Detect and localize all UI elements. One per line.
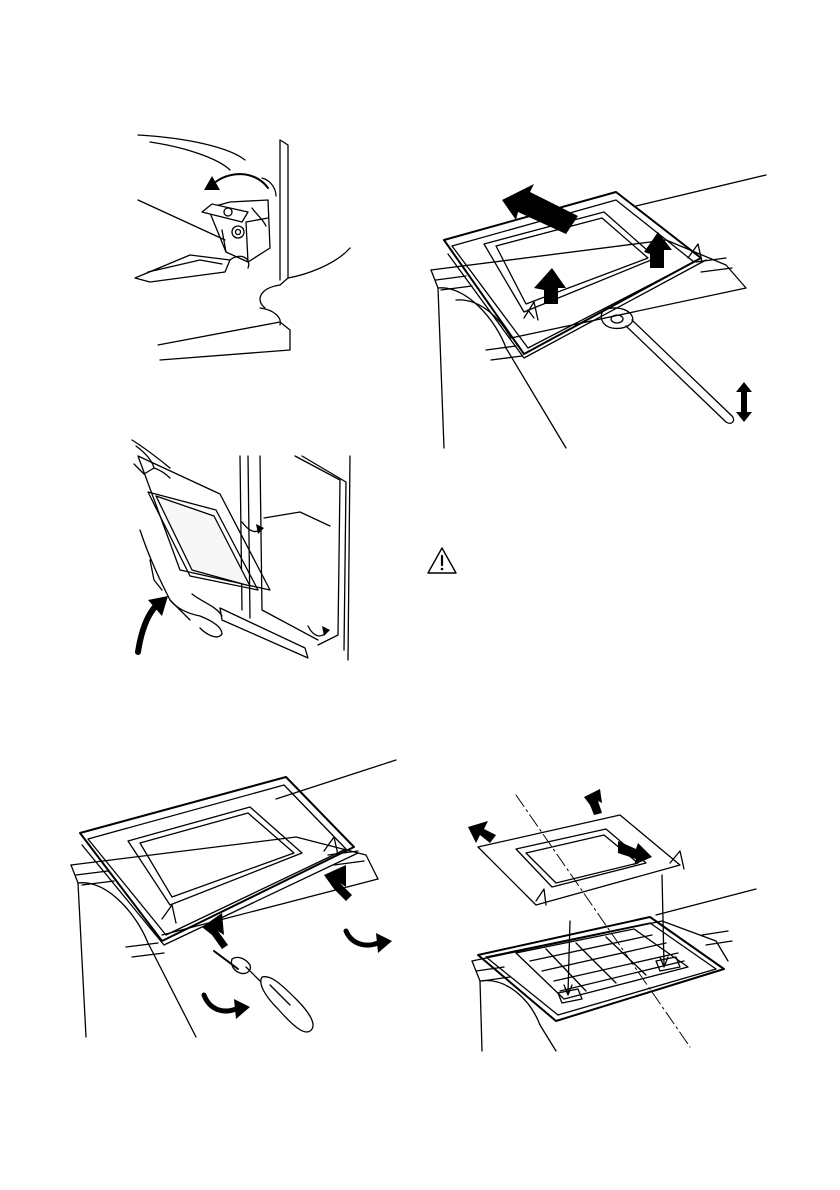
door-tilt-icon bbox=[130, 430, 360, 665]
glass-panel-insert-icon bbox=[466, 785, 766, 1055]
figure-door-tilt-remove bbox=[130, 430, 360, 665]
figure-glass-panel-insert bbox=[466, 785, 766, 1055]
glass-panel-lift-icon bbox=[426, 170, 771, 455]
door-hinge-lever-icon bbox=[130, 130, 360, 360]
screwdriver-icon bbox=[66, 755, 406, 1040]
warning-triangle-icon bbox=[426, 546, 458, 576]
figure-screwdriver-door-top bbox=[66, 755, 406, 1040]
figure-door-panel-lift-off bbox=[426, 170, 771, 455]
figure-hinge-lever bbox=[130, 130, 360, 360]
